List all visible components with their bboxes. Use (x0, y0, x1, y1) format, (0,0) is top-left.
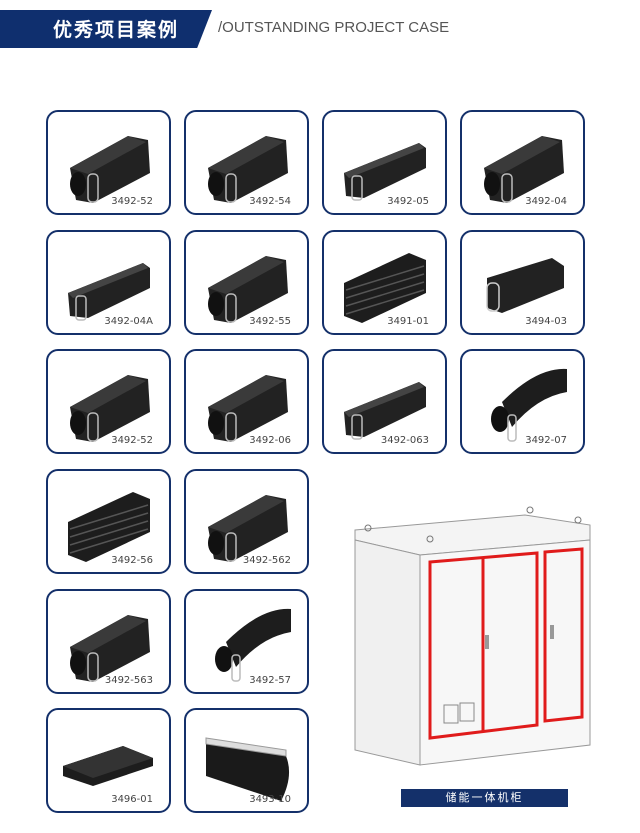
product-code: 3492-563 (104, 675, 153, 686)
product-card: 3492-57 (184, 589, 309, 694)
seal-profile-image (68, 263, 150, 321)
door-seal-right (543, 547, 584, 723)
energy-storage-cabinet-illustration (354, 506, 591, 766)
product-code: 3491-01 (387, 316, 429, 327)
product-card: 3493-10 (184, 708, 309, 813)
product-card: 3492-04 (460, 110, 585, 215)
seal-profile-image (68, 492, 150, 562)
seal-profile-image (70, 615, 150, 682)
seal-profile-image (208, 495, 288, 562)
header-title-cn: 优秀项目案例 (53, 19, 180, 41)
product-card: 3491-01 (322, 230, 447, 335)
product-code: 3493-10 (249, 794, 291, 805)
product-card: 3492-06 (184, 349, 309, 454)
product-code: 3492-07 (525, 435, 567, 446)
product-code: 3496-01 (111, 794, 153, 805)
product-code: 3492-54 (249, 196, 291, 207)
seal-profile-image (491, 368, 567, 442)
seal-profile-image (208, 256, 288, 323)
product-card: 3492-562 (184, 469, 309, 574)
product-card: 3492-04A (46, 230, 171, 335)
product-code: 3492-56 (111, 555, 153, 566)
product-card: 3496-01 (46, 708, 171, 813)
cabinet-label: 储能一体机柜 (401, 789, 568, 807)
seal-profile-image (63, 746, 153, 786)
product-code: 3492-04A (104, 316, 153, 327)
product-code: 3492-063 (380, 435, 429, 446)
product-code: 3492-06 (249, 435, 291, 446)
product-code: 3492-52 (111, 435, 153, 446)
seal-profile-image (344, 253, 426, 323)
product-card: 3492-063 (322, 349, 447, 454)
header-band (0, 10, 212, 48)
product-card: 3492-563 (46, 589, 171, 694)
seal-profile-image (70, 136, 150, 203)
seal-profile-image (344, 143, 426, 201)
seal-profile-image (208, 136, 288, 203)
seal-profile-image (484, 136, 564, 203)
product-card: 3492-56 (46, 469, 171, 574)
header-title-en: /OUTSTANDING PROJECT CASE (218, 19, 450, 36)
product-card: 3494-03 (460, 230, 585, 335)
door-seal-left (428, 551, 539, 740)
seal-profile-image (344, 382, 426, 440)
seal-profile-image (208, 375, 288, 442)
product-code: 3492-55 (249, 316, 291, 327)
product-card: 3492-52 (46, 110, 171, 215)
product-code: 3494-03 (525, 316, 567, 327)
product-card: 3492-05 (322, 110, 447, 215)
seal-profile-image (70, 375, 150, 442)
product-code: 3492-05 (387, 196, 429, 207)
seal-profile-image (205, 737, 290, 801)
product-code: 3492-57 (249, 675, 291, 686)
product-code: 3492-562 (242, 555, 291, 566)
product-code: 3492-04 (525, 196, 567, 207)
product-card: 3492-52 (46, 349, 171, 454)
seal-profile-image (486, 258, 564, 313)
product-card: 3492-07 (460, 349, 585, 454)
product-card: 3492-54 (184, 110, 309, 215)
product-code: 3492-52 (111, 196, 153, 207)
seal-profile-image (215, 608, 291, 682)
product-card: 3492-55 (184, 230, 309, 335)
